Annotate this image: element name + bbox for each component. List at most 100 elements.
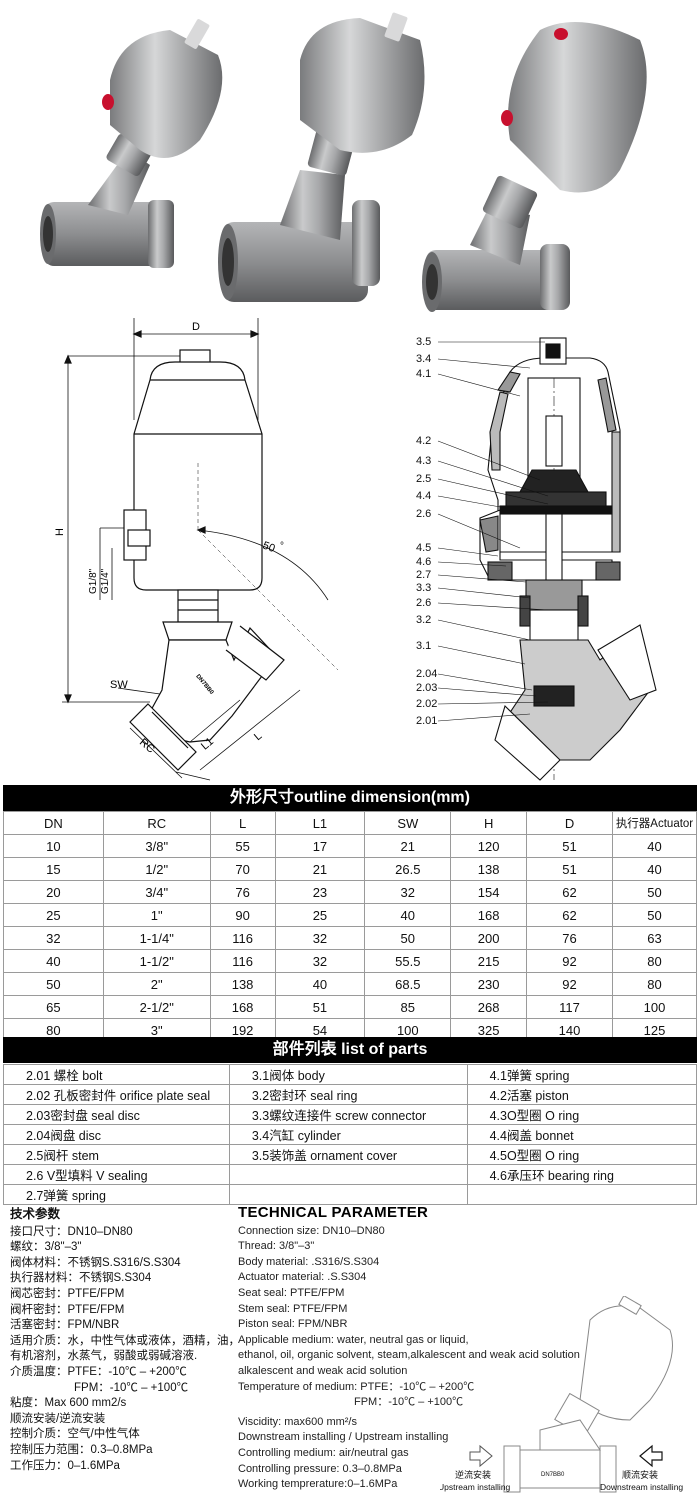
table-cell: 3.4汽缸 cylinder	[228, 1124, 468, 1145]
table-cell: 50	[364, 926, 452, 950]
part-label: 3.4	[416, 353, 431, 365]
table-cell: 55.5	[364, 949, 452, 973]
dim-G18: G1/8"	[88, 568, 99, 594]
table-cell: 51	[274, 995, 366, 1019]
part-label: 2.04	[416, 668, 437, 680]
section-leader-lines	[437, 341, 549, 722]
tech-en-line: Thread: 3/8"–3"	[238, 1240, 315, 1253]
tech-en-line: ethanol, oil, organic solvent, steam,alk…	[238, 1349, 580, 1362]
tech-cn-line: 阀杆密封：PTFE/FPM	[10, 1303, 125, 1316]
table-cell: 25	[274, 903, 366, 927]
table-cell: 40	[611, 834, 698, 858]
install-direction-drawing: DN7BB0 逆流安装 Upstream installing 顺流安装 Dow…	[440, 1296, 683, 1493]
table-cell: 21	[274, 857, 366, 881]
table-cell: 116	[209, 949, 276, 973]
tech-en-line: Controlling pressure: 0.3–0.8MPa	[238, 1462, 402, 1475]
tech-en-line: Applicable medium: water, neutral gas or…	[238, 1333, 469, 1346]
table-cell: 4.3O型圈 O ring	[466, 1104, 698, 1125]
valve-photo-large	[422, 22, 647, 312]
tech-cn-line: 介质温度：PTFE：-10℃ – +200℃	[10, 1365, 187, 1378]
part-label: 2.7	[416, 569, 431, 581]
tech-params-cn: 技术参数 接口尺寸：DN10–DN80 螺纹：3/8"–3" 阀体材料：不锈钢S…	[10, 1207, 240, 1474]
tech-en-line: Connection size: DN10–DN80	[238, 1224, 385, 1237]
dim-degree: °	[280, 541, 284, 552]
tech-en-line: Stem seal: PTFE/FPM	[238, 1302, 348, 1315]
dim-H: H	[54, 528, 66, 536]
table-cell: 116	[209, 926, 276, 950]
part-label: 4.2	[416, 435, 431, 447]
table-cell: 168	[450, 903, 528, 927]
tech-cn-line: 粘度：Max 600 mm2/s	[10, 1397, 127, 1410]
table-cell: 32	[274, 926, 366, 950]
outline-drawing	[62, 318, 339, 781]
tech-cn-line: 接口尺寸：DN10–DN80	[10, 1225, 133, 1238]
header-cell: DN	[3, 811, 104, 835]
table-cell: 25	[3, 903, 104, 927]
table-cell: 3.3螺纹连接件 screw connector	[228, 1104, 468, 1125]
header-cell-actuator: 执行器Actuator	[611, 811, 698, 835]
table-cell: 3.2密封环 seal ring	[228, 1084, 468, 1105]
table-cell: 3/4"	[102, 880, 211, 904]
table-cell: 80	[611, 972, 698, 996]
table-cell: 1/2"	[102, 857, 211, 881]
table-cell: 138	[450, 857, 528, 881]
table-cell: 32	[274, 949, 366, 973]
tech-cn-line: 阀芯密封：PTFE/FPM	[10, 1287, 125, 1300]
valve-photo-small	[40, 19, 223, 268]
table-row: 2.7弹簧 spring	[3, 1184, 698, 1205]
table-cell: 138	[209, 972, 276, 996]
part-label: 2.03	[416, 682, 437, 694]
dim-D: D	[192, 321, 200, 333]
table-cell: 3.5装饰盖 ornament cover	[228, 1144, 468, 1165]
technical-drawings: D H G1/8" G1/4" 50 ° SW RC L1 L DN7BB0	[54, 318, 657, 781]
dimension-table-title: 外形尺寸outline dimension(mm)	[3, 785, 697, 811]
downstream-label-cn: 顺流安装	[622, 1469, 658, 1480]
table-cell: 2.7弹簧 spring	[3, 1184, 230, 1205]
section-drawing	[479, 337, 657, 781]
table-cell	[466, 1184, 698, 1205]
tech-cn-line: 顺流安装/逆流安装	[10, 1412, 106, 1425]
table-cell: 4.6承压环 bearing ring	[466, 1164, 698, 1185]
table-cell: 154	[450, 880, 528, 904]
header-cell: RC	[102, 811, 211, 835]
table-cell: 2-1/2"	[102, 995, 211, 1019]
table-cell	[228, 1164, 468, 1185]
tech-en-line: Downstream installing / Upstream install…	[238, 1431, 449, 1444]
table-cell: 2.6 V型填料 V sealing	[3, 1164, 230, 1185]
table-cell: 4.5O型圈 O ring	[466, 1144, 698, 1165]
table-cell: 168	[209, 995, 276, 1019]
header-cell: SW	[364, 811, 452, 835]
part-label: 3.3	[416, 582, 431, 594]
table-cell: 2.5阀杆 stem	[3, 1144, 230, 1165]
dimension-header-row: DN RC L L1 SW H D 执行器Actuator	[3, 811, 698, 835]
table-cell: 1-1/2"	[102, 949, 211, 973]
header-cell: L1	[274, 811, 366, 835]
tech-en-line: Temperature of medium: PTFE：-10℃ – +200℃	[238, 1380, 475, 1393]
part-label: 4.4	[416, 490, 431, 502]
table-cell: 51	[526, 857, 613, 881]
table-cell: 200	[450, 926, 528, 950]
part-label: 3.2	[416, 614, 431, 626]
table-cell: 40	[274, 972, 366, 996]
table-cell	[228, 1184, 468, 1205]
part-label: 4.3	[416, 455, 431, 467]
table-cell: 62	[526, 880, 613, 904]
tech-cn-line: 活塞密封：FPM/NBR	[10, 1319, 120, 1332]
table-cell: 23	[274, 880, 366, 904]
table-row: 2.6 V型填料 V sealing 4.6承压环 bearing ring	[3, 1164, 698, 1185]
table-cell: 1"	[102, 903, 211, 927]
tech-cn-line: 控制介质：空气/中性气体	[10, 1428, 140, 1441]
tech-cn-line: 有机溶剂，水蒸气，弱酸或弱碱溶液.	[10, 1350, 198, 1363]
table-cell: 2"	[102, 972, 211, 996]
tech-en-line: Working temprerature:0–1.6MPa	[238, 1478, 398, 1491]
table-cell: 40	[364, 903, 452, 927]
table-cell: 4.4阀盖 bonnet	[466, 1124, 698, 1145]
